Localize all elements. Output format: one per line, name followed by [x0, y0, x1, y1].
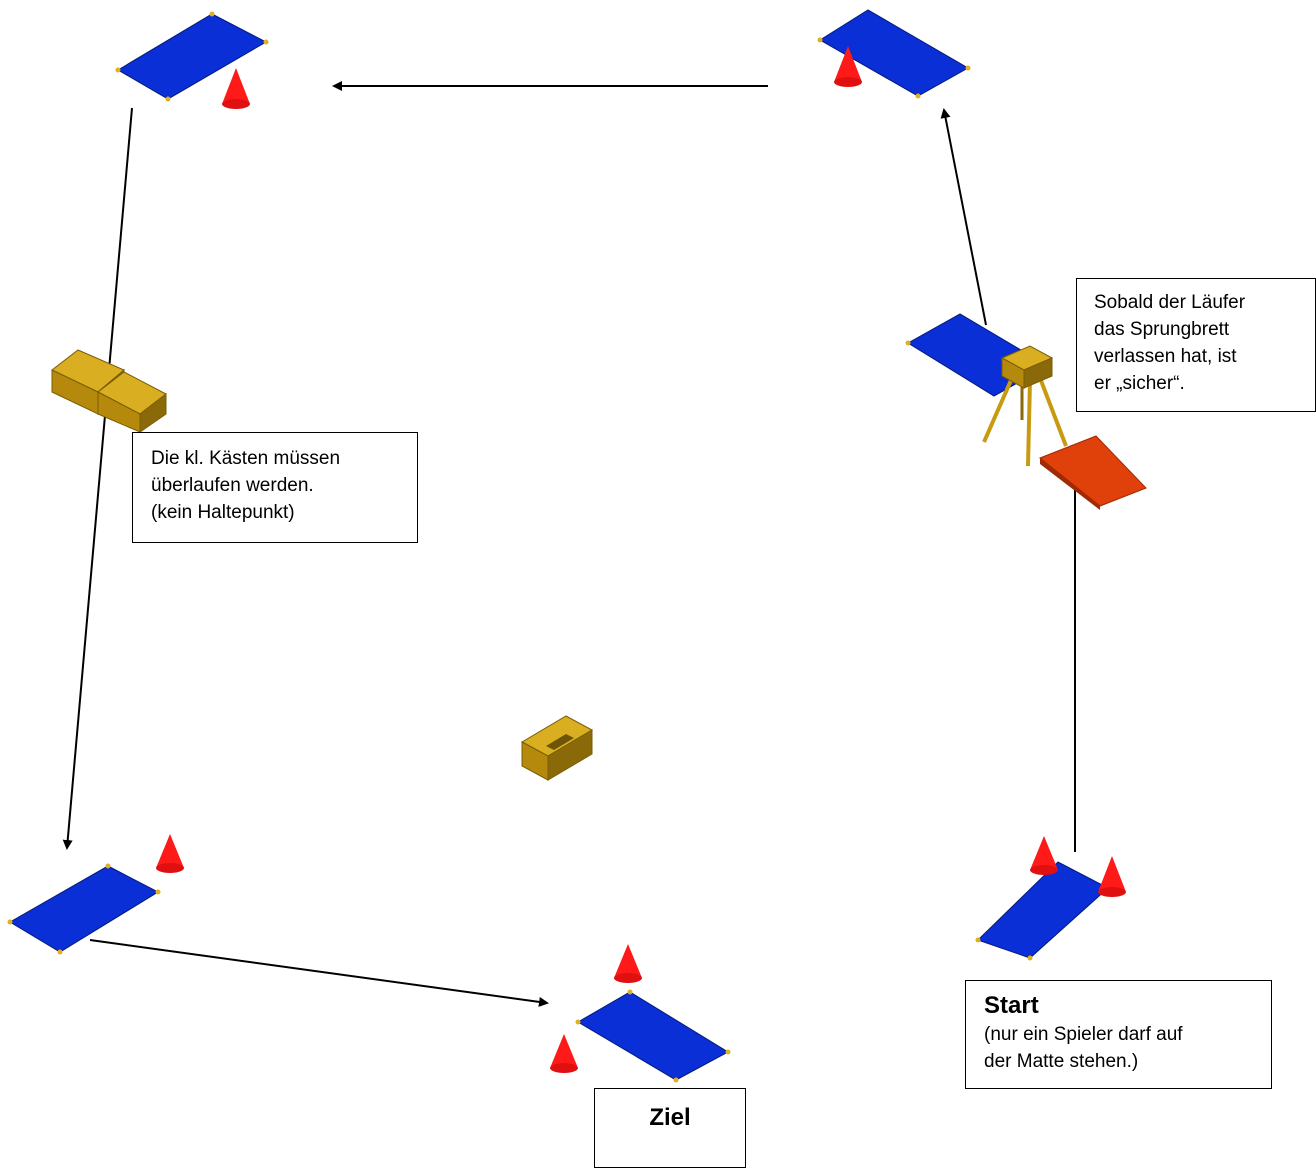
arrow-bottom: [89, 939, 549, 1007]
note-springboard: Sobald der Läufer das Sprungbrett verlas…: [1076, 278, 1316, 412]
arrows: [62, 81, 1080, 1007]
ziel-title: Ziel: [649, 1104, 691, 1131]
arrow-left: [62, 107, 133, 850]
cone-icon: [834, 46, 862, 87]
start-line1: (nur ein Spieler darf auf: [984, 1024, 1183, 1045]
mat-top-right: [817, 9, 971, 99]
note-springboard-line3: verlassen hat, ist: [1094, 346, 1237, 367]
note-small-boxes-line2: überlaufen werden.: [151, 475, 314, 496]
cone-icon: [1098, 856, 1126, 897]
springboard-icon: [1039, 435, 1147, 510]
start-line2: der Matte stehen.): [984, 1051, 1139, 1072]
vaulting-box-icon: [520, 715, 594, 781]
note-start: Start (nur ein Spieler darf auf der Matt…: [965, 980, 1272, 1089]
note-springboard-line1: Sobald der Läufer: [1094, 292, 1246, 313]
mat-bottom-left: [7, 863, 161, 955]
mat-top-left: [115, 11, 269, 102]
cone-icon: [614, 944, 642, 983]
note-small-boxes-line1: Die kl. Kästen müssen: [151, 448, 341, 469]
mat-start: [975, 861, 1109, 961]
note-springboard-line2: das Sprungbrett: [1094, 319, 1230, 340]
start-title: Start: [984, 992, 1039, 1019]
note-ziel: Ziel: [594, 1088, 746, 1168]
arrow-right-upper: [940, 108, 987, 326]
cone-icon: [222, 68, 250, 109]
note-springboard-line4: er „sicher“.: [1094, 373, 1185, 394]
note-small-boxes-line3: (kein Haltepunkt): [151, 502, 295, 523]
note-small-boxes: Die kl. Kästen müssen überlaufen werden.…: [132, 432, 418, 543]
cone-icon: [1030, 836, 1058, 875]
cone-icon: [156, 834, 184, 873]
mat-ziel: [575, 989, 731, 1083]
vault-buck-icon: [982, 345, 1068, 467]
small-boxes-icon: [51, 349, 167, 433]
cone-icon: [550, 1034, 578, 1073]
